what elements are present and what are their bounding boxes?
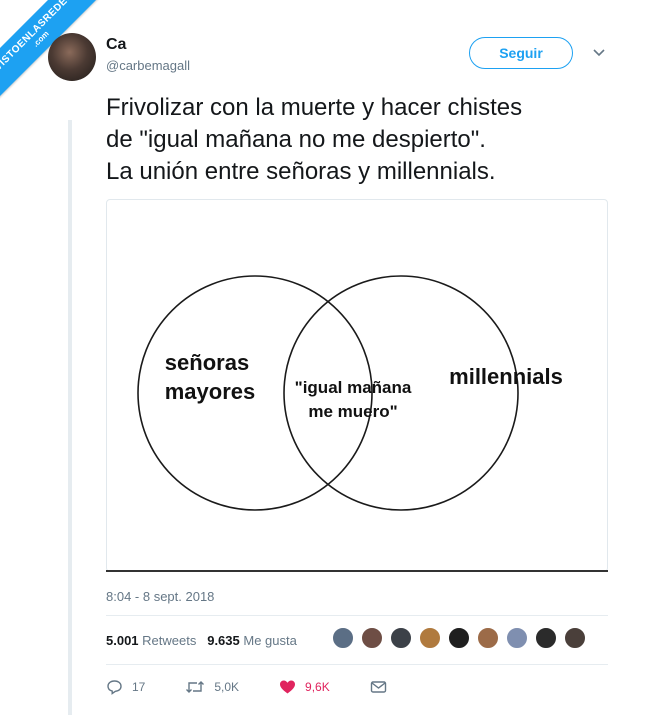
liker-avatar[interactable]: [535, 627, 557, 649]
liker-avatar[interactable]: [361, 627, 383, 649]
chevron-down-icon[interactable]: [592, 46, 606, 60]
retweet-label[interactable]: Retweets: [142, 633, 197, 648]
venn-center-label: "igual mañana: [295, 378, 412, 397]
like-action-count: 9,6K: [305, 680, 330, 694]
like-label[interactable]: Me gusta: [243, 633, 297, 648]
liker-avatar[interactable]: [506, 627, 528, 649]
liker-avatar[interactable]: [332, 627, 354, 649]
venn-center-label: me muero": [308, 402, 397, 421]
follow-button[interactable]: Seguir: [469, 37, 573, 69]
tweet-actions: 17 5,0K 9,6K: [106, 679, 436, 695]
avatar[interactable]: [48, 33, 96, 81]
like-count[interactable]: 9.635: [207, 633, 240, 648]
heart-icon: [280, 680, 296, 694]
divider: [106, 615, 608, 616]
liker-avatar[interactable]: [419, 627, 441, 649]
venn-right-circle: [283, 275, 519, 511]
retweet-button[interactable]: 5,0K: [185, 679, 239, 695]
media-divider: [106, 570, 608, 572]
divider: [106, 664, 608, 665]
tweet-line: Frivolizar con la muerte y hacer chistes: [106, 94, 523, 121]
venn-right-label: millennials: [449, 364, 563, 389]
venn-left-label: mayores: [165, 379, 256, 404]
like-button[interactable]: 9,6K: [279, 679, 330, 695]
retweet-action-count: 5,0K: [214, 680, 240, 694]
retweet-count[interactable]: 5.001: [106, 633, 139, 648]
liker-avatar[interactable]: [477, 627, 499, 649]
liker-avatars: [332, 627, 593, 649]
venn-diagram-image[interactable]: señoras mayores "igual mañana me muero" …: [106, 199, 608, 572]
liker-avatar[interactable]: [564, 627, 586, 649]
user-handle[interactable]: @carbemagall: [106, 58, 191, 73]
tweet-line: de "igual mañana no me despierto".: [106, 126, 486, 153]
retweet-icon: [186, 681, 205, 693]
message-button[interactable]: [370, 680, 396, 694]
liker-avatar[interactable]: [448, 627, 470, 649]
reply-button[interactable]: 17: [106, 679, 145, 695]
envelope-icon: [370, 681, 386, 693]
left-border: [68, 120, 72, 715]
reply-count: 17: [132, 680, 146, 694]
user-name[interactable]: Ca: [106, 36, 127, 53]
tweet-text: Frivolizar con la muerte y hacer chistes…: [106, 92, 626, 188]
venn-left-label: señoras: [165, 350, 249, 375]
tweet-timestamp[interactable]: 8:04 - 8 sept. 2018: [106, 589, 215, 604]
tweet-stats: 5.001 Retweets 9.635 Me gusta: [106, 633, 297, 648]
tweet-line: La unión entre señoras y millennials.: [106, 158, 496, 185]
venn-left-circle: [137, 275, 373, 511]
liker-avatar[interactable]: [390, 627, 412, 649]
reply-icon: [107, 680, 122, 695]
